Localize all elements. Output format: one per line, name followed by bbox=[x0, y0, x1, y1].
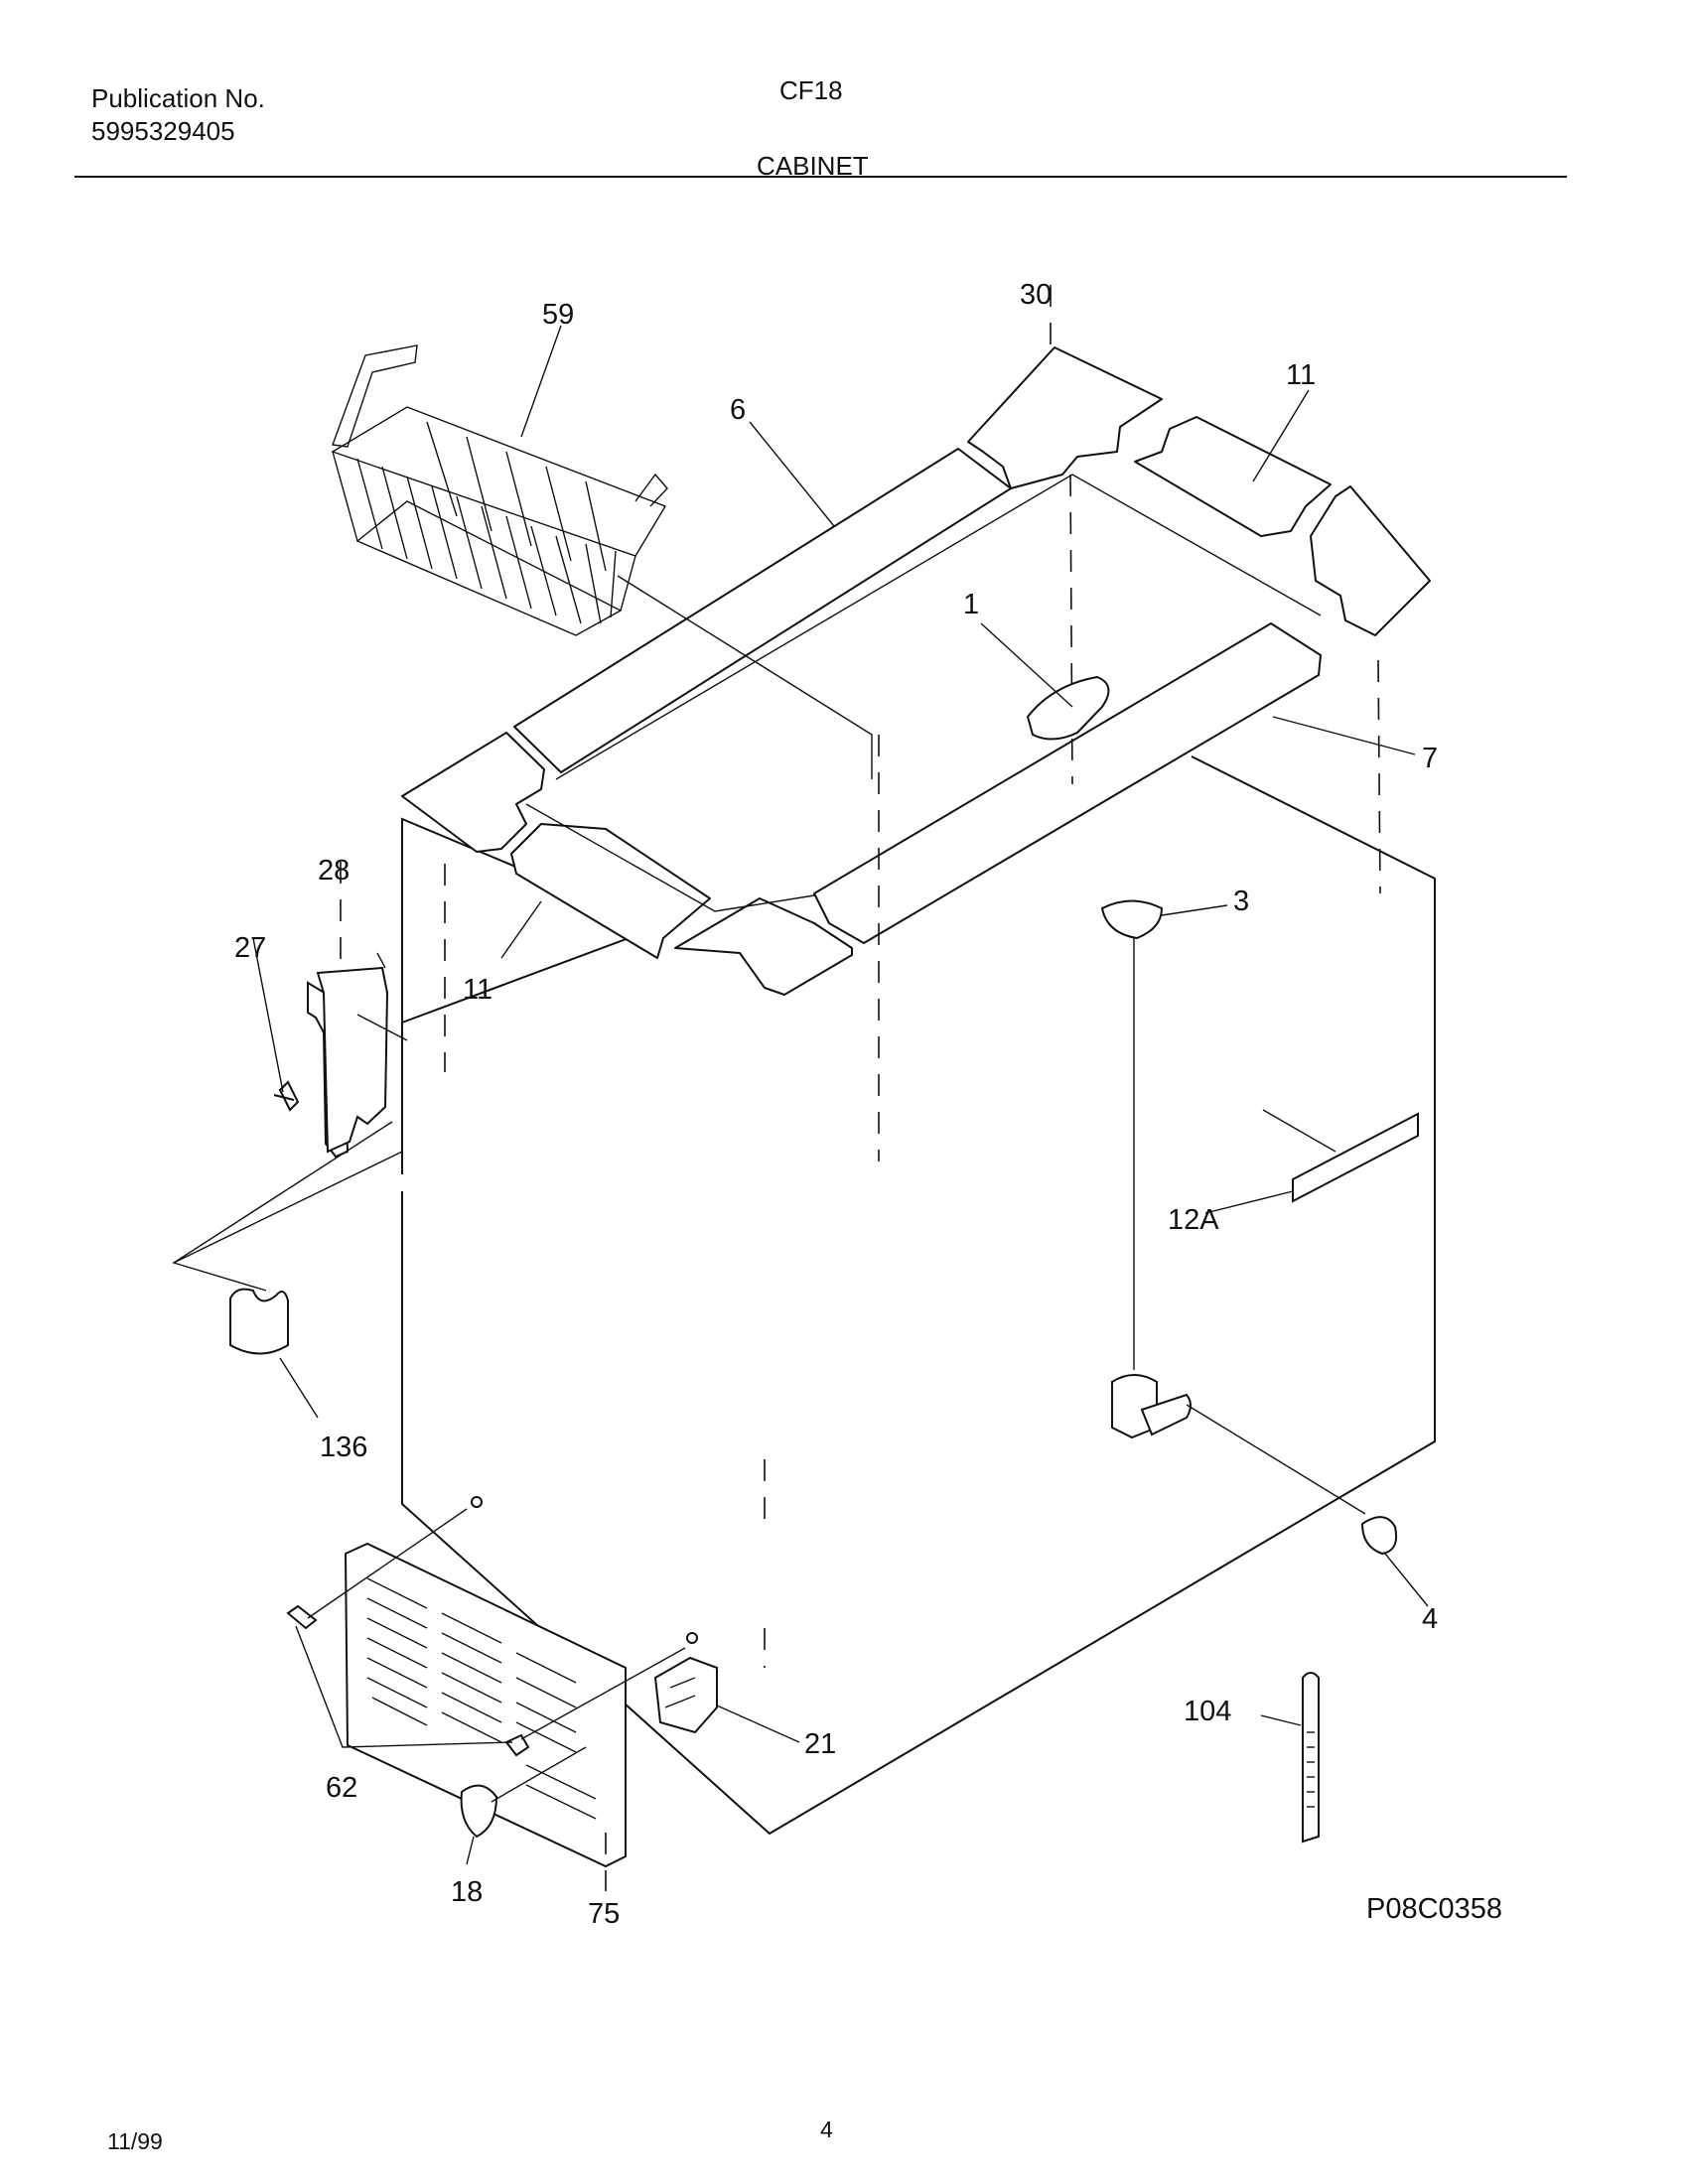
screw-62 bbox=[286, 1496, 698, 1757]
callout-27: 27 bbox=[234, 932, 266, 964]
callout-11-back: 11 bbox=[1286, 359, 1316, 391]
drain-plug-4 bbox=[1360, 1516, 1398, 1556]
page-number: 4 bbox=[820, 2116, 833, 2142]
kick-plate bbox=[344, 1542, 627, 1868]
knob-18 bbox=[460, 1746, 587, 1839]
callout-21: 21 bbox=[804, 1728, 836, 1760]
callout-12a: 12A bbox=[1168, 1204, 1219, 1236]
callout-59: 59 bbox=[542, 299, 574, 331]
drawing-code: P08C0358 bbox=[1366, 1893, 1502, 1925]
callout-1: 1 bbox=[963, 589, 979, 620]
hinge-bracket bbox=[307, 952, 389, 1159]
label-12a bbox=[1262, 1109, 1419, 1203]
callout-136: 136 bbox=[320, 1432, 367, 1463]
header-rule bbox=[74, 176, 1567, 178]
callout-104: 104 bbox=[1184, 1696, 1231, 1727]
callout-3: 3 bbox=[1233, 886, 1249, 917]
publication-label: Publication No. bbox=[91, 83, 265, 113]
clip-part bbox=[1026, 675, 1110, 741]
footer-date: 11/99 bbox=[107, 2128, 163, 2154]
callout-7: 7 bbox=[1422, 743, 1438, 774]
callout-18: 18 bbox=[451, 1876, 483, 1908]
callout-30: 30 bbox=[1020, 279, 1052, 311]
callout-4: 4 bbox=[1422, 1603, 1438, 1635]
screw-27 bbox=[273, 1080, 300, 1112]
callout-75: 75 bbox=[588, 1898, 620, 1930]
callout-28: 28 bbox=[318, 855, 350, 887]
drain-cap-3 bbox=[1100, 899, 1164, 940]
switch-21 bbox=[653, 1656, 718, 1734]
model-number: CF18 bbox=[779, 75, 843, 105]
basket bbox=[331, 344, 668, 636]
bumper-136 bbox=[229, 1288, 289, 1355]
callout-11-front: 11 bbox=[463, 974, 492, 1006]
publication-number: 5995329405 bbox=[91, 116, 235, 146]
callout-62: 62 bbox=[326, 1772, 357, 1804]
thermometer-104 bbox=[1302, 1672, 1320, 1843]
callout-6: 6 bbox=[730, 394, 746, 426]
breaker-frame bbox=[401, 346, 1431, 1161]
drain-tube bbox=[1111, 1374, 1366, 1515]
